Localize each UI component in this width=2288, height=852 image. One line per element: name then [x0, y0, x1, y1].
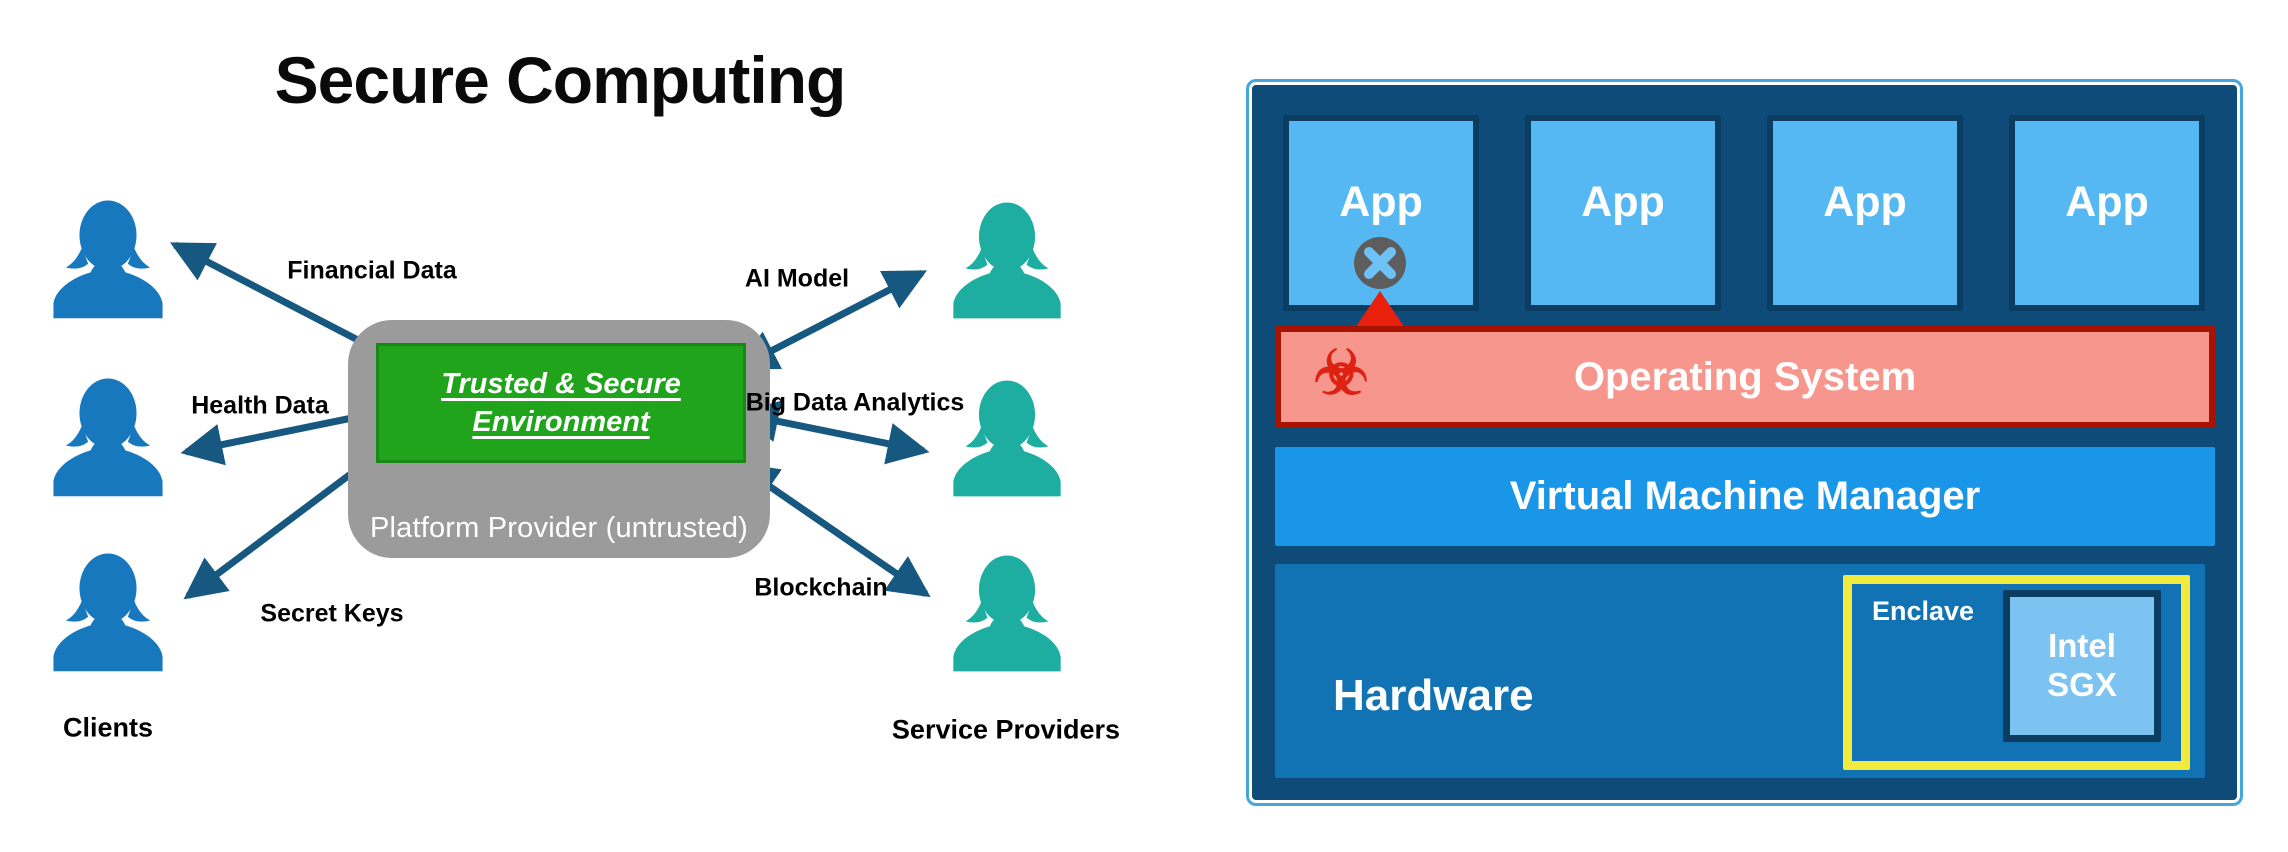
page-title: Secure Computing — [274, 43, 847, 117]
intel-sgx-label: SGX — [2047, 666, 2117, 703]
client-person-icon — [46, 376, 170, 500]
x-circle-icon — [1354, 237, 1406, 289]
flow-label-big-data-analytics: Big Data Analytics — [745, 388, 965, 417]
app-box: App — [1767, 115, 1963, 311]
flow-label-health-data: Health Data — [191, 391, 329, 420]
service-providers-label: Service Providers — [891, 714, 1121, 745]
app-label: App — [1823, 177, 1907, 226]
app-box: App — [2009, 115, 2205, 311]
platform-provider-box: Trusted & Secure Environment Platform Pr… — [348, 320, 770, 558]
vmm-layer: Virtual Machine Manager — [1275, 447, 2215, 546]
enclave-box: Enclave — [1843, 575, 2190, 770]
client-person-icon — [46, 551, 170, 675]
app-label: App — [2065, 177, 2149, 226]
trusted-environment-label: Environment — [472, 406, 650, 438]
hardware-label: Hardware — [1333, 671, 1534, 720]
clients-label: Clients — [62, 712, 154, 743]
provider-person-icon — [942, 553, 1072, 675]
operating-system-layer: Operating System — [1275, 326, 2215, 428]
biohazard-icon: ☣ — [1313, 339, 1369, 408]
app-label: App — [1339, 177, 1423, 226]
intel-sgx-label: Intel — [2048, 627, 2116, 665]
x-mark — [1364, 247, 1396, 279]
operating-system-label: Operating System — [1573, 354, 1917, 399]
provider-person-icon — [942, 200, 1072, 322]
flow-label-financial-data: Financial Data — [287, 256, 457, 285]
flow-label-blockchain: Blockchain — [754, 573, 888, 602]
client-person-icon — [46, 198, 170, 322]
vmm-label: Virtual Machine Manager — [1509, 474, 1981, 518]
system-stack-diagram: App App App App Operating System — [1246, 79, 2243, 806]
intel-sgx-box: Intel SGX — [2003, 590, 2161, 742]
trusted-environment-box: Trusted & Secure Environment — [376, 343, 746, 463]
app-label: App — [1581, 177, 1665, 226]
flow-label-ai-model: AI Model — [744, 264, 850, 293]
flow-label-secret-keys: Secret Keys — [260, 599, 404, 628]
enclave-label: Enclave — [1872, 596, 1975, 626]
trusted-environment-label: Trusted & Secure — [441, 367, 681, 400]
app-box: App — [1525, 115, 1721, 311]
platform-provider-label: Platform Provider (untrusted) — [369, 512, 749, 544]
